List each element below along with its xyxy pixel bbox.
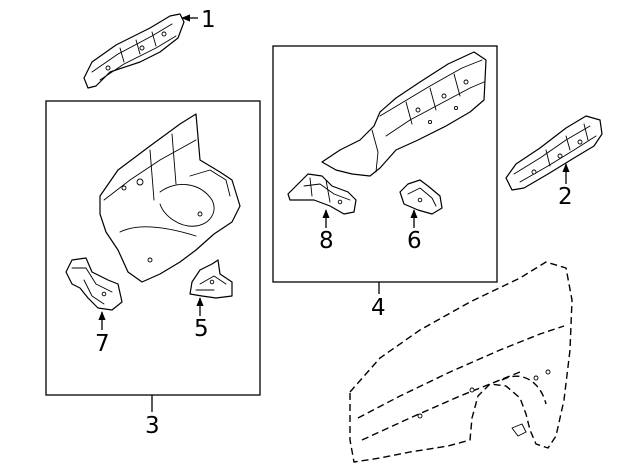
callout-1[interactable]: 1 <box>201 7 216 33</box>
group-box-4 <box>272 45 498 283</box>
callout-3[interactable]: 3 <box>145 413 160 439</box>
fender-outline <box>349 261 573 463</box>
callout-8[interactable]: 8 <box>319 228 334 254</box>
part-6-bracket[interactable] <box>399 179 443 215</box>
callout-2[interactable]: 2 <box>558 184 573 210</box>
part-8-bracket[interactable] <box>287 173 357 215</box>
callout-5[interactable]: 5 <box>194 316 209 342</box>
callout-6[interactable]: 6 <box>407 228 422 254</box>
part-2-side-rail[interactable] <box>505 115 603 191</box>
part-3-apron-assembly[interactable] <box>99 113 241 283</box>
callout-4[interactable]: 4 <box>371 295 386 321</box>
callout-7[interactable]: 7 <box>95 331 110 357</box>
group-box-3 <box>45 100 261 396</box>
part-1-upper-rail[interactable] <box>83 13 185 89</box>
part-4-frame-rail[interactable] <box>321 51 487 177</box>
part-7-bracket[interactable] <box>65 257 123 311</box>
part-5-bracket[interactable] <box>189 259 233 299</box>
